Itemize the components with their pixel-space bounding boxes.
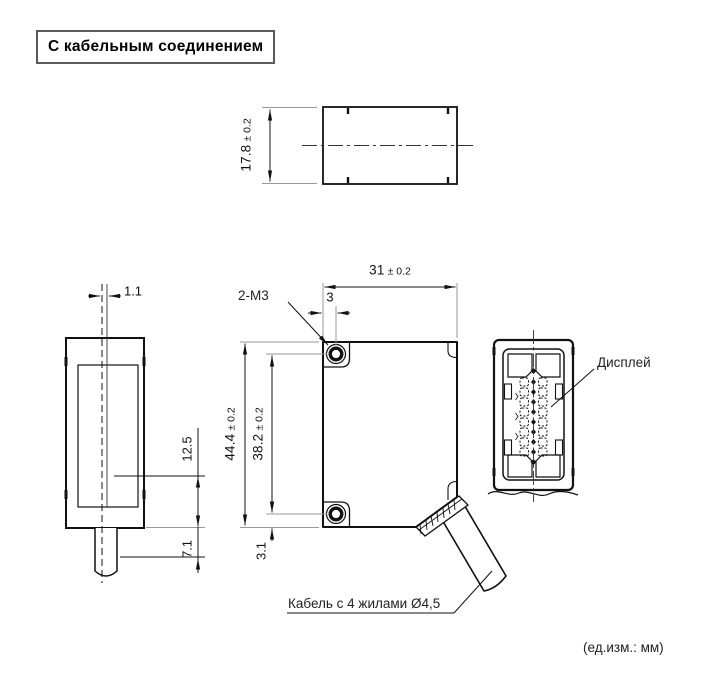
case-joint-ticks (492, 347, 575, 476)
display-label: Дисплей (597, 355, 651, 370)
corner-bracket-top-right (447, 342, 458, 359)
dim-width: 31± 0.2 (369, 263, 411, 278)
break-wave-line (487, 490, 579, 496)
screw-leader-line (287, 301, 329, 346)
dim-hole-spacing: 38.2 ± 0.2 (251, 407, 266, 460)
row-ticks (515, 392, 519, 441)
dim-height-tolerance: ± 0.2 (225, 407, 238, 431)
case-joint-ticks (64, 357, 146, 499)
mounting-tab-top (323, 342, 351, 368)
dim-depth-value: 17.8 (238, 144, 254, 172)
units-note: (ед.изм.: мм) (583, 640, 664, 655)
display-leader-line (550, 368, 595, 408)
corner-keys (507, 353, 561, 478)
page-title: С кабельным соединением (36, 30, 276, 64)
cable-leader-line (287, 570, 493, 614)
dim-hole-to-bottom: 3.1 (253, 541, 269, 561)
dim-depth: 17.8 ± 0.2 (239, 118, 254, 171)
dim-depth-tolerance: ± 0.2 (241, 118, 254, 142)
screw-thread-label: 2-М3 (238, 288, 269, 303)
extension-lines (262, 107, 317, 184)
dim-cable-bush-length: 7.1 (179, 539, 195, 559)
mounting-tab-bottom (323, 501, 351, 527)
front-view-dimensions (240, 283, 493, 614)
corner-bracket-bottom-right (447, 480, 458, 500)
dim-hole-spacing-value: 38.2 (250, 433, 266, 461)
side-slots (503, 383, 564, 456)
lens-window (77, 364, 139, 508)
dim-width-tolerance: ± 0.2 (387, 265, 411, 278)
dim-hole-to-left-edge: 3 (326, 289, 334, 305)
dim-beam-axis-offset: 1.1 (123, 283, 143, 299)
seven-segment-cells (519, 377, 548, 457)
cable-stub (94, 528, 118, 577)
gland-hatching (419, 499, 456, 535)
dim-hole-spacing-tolerance: ± 0.2 (253, 407, 266, 431)
cable-label: Кабель с 4 жилами Ø4,5 (288, 596, 441, 611)
front-view (322, 341, 507, 592)
dim-height-value: 44.4 (222, 433, 238, 461)
end-cap-ticks (346, 108, 450, 183)
top-view (262, 106, 477, 185)
dim-width-value: 31 (369, 262, 385, 278)
rear-display-view (487, 330, 595, 502)
cable (439, 501, 507, 592)
dim-beam-axis-to-bottom: 12.5 (179, 436, 195, 462)
front-body-outline (322, 341, 458, 528)
extension-lines (240, 283, 458, 528)
dim-height: 44.4 ± 0.2 (223, 407, 238, 460)
left-side-view (64, 284, 205, 583)
